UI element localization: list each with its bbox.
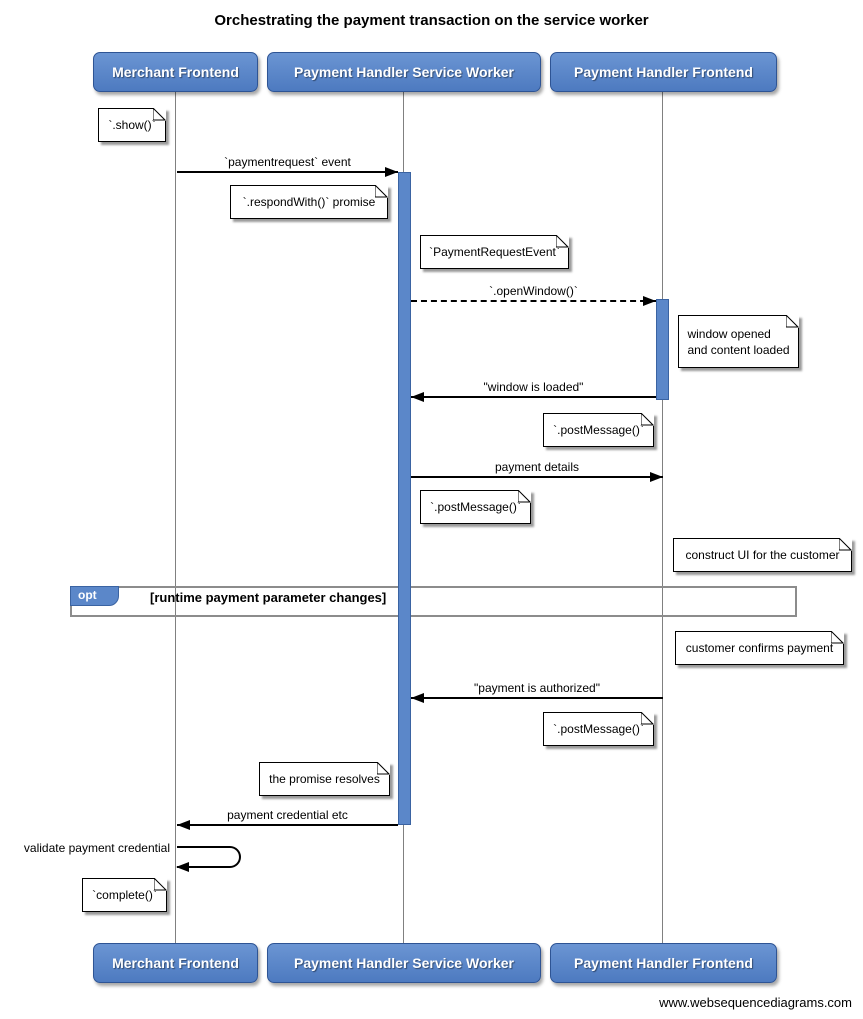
actor-label: Payment Handler Frontend xyxy=(574,64,753,80)
self-message-loop xyxy=(176,846,241,872)
note-text: window opened and content loaded xyxy=(687,326,790,357)
note-window-opened: window opened and content loaded xyxy=(678,315,799,368)
message-label-payment-details: payment details xyxy=(494,460,580,474)
arrowhead xyxy=(650,472,663,482)
arrowhead xyxy=(411,693,424,703)
message-label-paymentrequest-event: `paymentrequest` event xyxy=(224,155,351,169)
message-label-window-is-loaded: "window is loaded" xyxy=(483,380,584,394)
note-fold-icon xyxy=(786,315,799,328)
activation-service-worker xyxy=(398,172,411,825)
arrowhead xyxy=(643,296,656,306)
message-line-openwindow xyxy=(411,296,656,306)
note-fold-icon xyxy=(556,235,569,248)
note-fold-icon xyxy=(153,108,166,121)
opt-fragment-condition: [runtime payment parameter changes] xyxy=(150,590,387,605)
message-line-payment-details xyxy=(411,472,663,482)
lifeline-payment-handler-frontend xyxy=(662,92,663,943)
note-postmessage-1: `.postMessage()` xyxy=(543,413,654,447)
note-text: `.show()` xyxy=(108,118,156,132)
note-postmessage-3: `.postMessage()` xyxy=(543,712,654,746)
opt-fragment-operator: opt xyxy=(70,586,119,606)
actor-payment-handler-frontend-top: Payment Handler Frontend xyxy=(550,52,777,92)
message-label-payment-is-authorized: "payment is authorized" xyxy=(474,681,600,695)
message-line-paymentrequest-event xyxy=(177,167,398,177)
actor-payment-handler-frontend-bottom: Payment Handler Frontend xyxy=(550,943,777,983)
note-construct-ui: construct UI for the customer xyxy=(673,538,852,572)
note-promise-resolves: the promise resolves xyxy=(259,762,390,796)
note-text: `.postMessage()` xyxy=(430,500,521,514)
message-line-payment-is-authorized xyxy=(411,693,663,703)
message-line-window-is-loaded xyxy=(411,392,656,402)
note-text: `.postMessage()` xyxy=(553,423,644,437)
message-label-validate-payment-credential: validate payment credential xyxy=(23,841,170,855)
arrowhead xyxy=(385,167,398,177)
note-fold-icon xyxy=(377,762,390,775)
note-fold-icon xyxy=(154,878,167,891)
arrowhead xyxy=(176,862,189,872)
note-fold-icon xyxy=(375,185,388,198)
note-fold-icon xyxy=(641,712,654,725)
actor-service-worker-bottom: Payment Handler Service Worker xyxy=(267,943,541,983)
note-text: construct UI for the customer xyxy=(685,548,840,562)
actor-label: Merchant Frontend xyxy=(112,64,239,80)
actor-label: Payment Handler Frontend xyxy=(574,955,753,971)
actor-label: Merchant Frontend xyxy=(112,955,239,971)
note-fold-icon xyxy=(518,490,531,503)
footer-watermark: www.websequencediagrams.com xyxy=(659,995,852,1010)
activation-payment-handler-frontend xyxy=(656,299,669,400)
actor-merchant-frontend-top: Merchant Frontend xyxy=(93,52,258,92)
note-customer-confirms: customer confirms payment xyxy=(675,631,844,665)
note-postmessage-2: `.postMessage()` xyxy=(420,490,531,524)
arrowhead xyxy=(411,392,424,402)
actor-merchant-frontend-bottom: Merchant Frontend xyxy=(93,943,258,983)
note-text: `PaymentRequestEvent` xyxy=(429,245,560,259)
note-show: `.show()` xyxy=(98,108,166,142)
note-complete: `complete()` xyxy=(82,878,167,912)
actor-service-worker-top: Payment Handler Service Worker xyxy=(267,52,541,92)
message-label-openwindow: `.openWindow()` xyxy=(489,284,578,298)
note-text: customer confirms payment xyxy=(685,641,834,655)
note-respondwith-promise: `.respondWith()` promise xyxy=(230,185,388,219)
message-label-payment-credential-etc: payment credential etc xyxy=(227,808,348,822)
actor-label: Payment Handler Service Worker xyxy=(294,955,514,971)
opt-fragment: opt [runtime payment parameter changes] xyxy=(70,586,797,617)
note-text: `.postMessage()` xyxy=(553,722,644,736)
note-text: `.respondWith()` promise xyxy=(242,195,376,209)
diagram-title: Orchestrating the payment transaction on… xyxy=(214,12,649,29)
arrowhead xyxy=(177,820,190,830)
note-text: the promise resolves xyxy=(269,772,380,786)
note-fold-icon xyxy=(641,413,654,426)
note-fold-icon xyxy=(839,538,852,551)
message-line-payment-credential-etc xyxy=(177,820,398,830)
actor-label: Payment Handler Service Worker xyxy=(294,64,514,80)
note-text: `complete()` xyxy=(92,888,157,902)
note-fold-icon xyxy=(831,631,844,644)
lifeline-merchant-frontend xyxy=(175,92,176,943)
note-paymentrequestevent: `PaymentRequestEvent` xyxy=(420,235,569,269)
